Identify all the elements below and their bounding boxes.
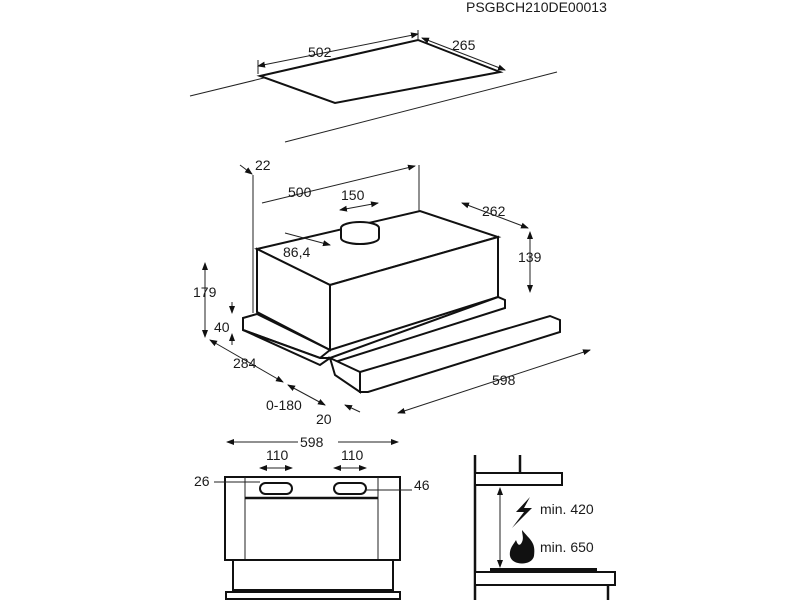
dim-20: 20 (316, 411, 332, 427)
outlet-right-width: 110 (341, 447, 364, 463)
hood-isometric-diagram: 500 22 150 262 86,4 139 179 40 284 0-180… (193, 157, 591, 427)
dimension-line-262 (461, 202, 529, 229)
electric-clearance: min. 420 (540, 501, 594, 517)
hob-burner (490, 568, 597, 572)
dimension-line-22 (239, 164, 253, 175)
dimension-line-20 (344, 404, 361, 413)
document-code: PSGBCH210DE00013 (466, 0, 607, 15)
hood-drawer-side (328, 356, 361, 394)
outlet-left (259, 482, 293, 495)
hood-bottom-frame (242, 312, 332, 360)
drawer-panel (232, 559, 394, 591)
dimension-line-150 (339, 201, 379, 212)
gas-clearance: min. 650 (540, 539, 594, 555)
lightning-icon (512, 497, 532, 528)
drawer-front-strip (225, 591, 401, 600)
dim-26: 26 (194, 473, 210, 489)
dim-22: 22 (255, 157, 271, 173)
exhaust-collar (340, 228, 380, 245)
dim-86-4: 86,4 (283, 244, 310, 260)
dimension-line-500 (261, 164, 416, 204)
dimension-line-cutout-width (257, 32, 419, 68)
dimension-line-cutout-depth (421, 37, 506, 71)
hood-front-body (224, 476, 401, 561)
clearance-diagram: min. 420 min. 650 (473, 455, 616, 600)
dim-40: 40 (214, 319, 230, 335)
label-background (298, 434, 338, 450)
dim-0-180: 0-180 (266, 397, 302, 413)
cutout-depth-label: 265 (452, 37, 476, 53)
front-view-diagram: 598 110 110 26 46 (194, 434, 430, 600)
dimension-line-598 (397, 349, 591, 414)
countertop-front-edge (284, 71, 558, 143)
flame-icon (509, 530, 535, 564)
outlet-right (333, 482, 367, 495)
outlet-left-width: 110 (266, 447, 289, 463)
dim-46: 46 (414, 477, 430, 493)
dimension-line-0-180 (287, 384, 326, 406)
dim-598: 598 (492, 372, 516, 388)
dim-500: 500 (288, 184, 312, 200)
front-width-label: 598 (300, 434, 324, 450)
countertop-cutout-diagram: 502 265 (189, 30, 558, 143)
dimension-line-284 (209, 339, 284, 383)
hood-side-profile (474, 472, 563, 486)
dim-179: 179 (193, 284, 217, 300)
cutout-width-label: 502 (308, 44, 332, 60)
dim-262: 262 (482, 203, 506, 219)
hob-countertop (474, 571, 616, 586)
dimension-line-86-4 (284, 232, 331, 247)
dim-284: 284 (233, 355, 257, 371)
dim-139: 139 (518, 249, 542, 265)
dim-150: 150 (341, 187, 365, 203)
